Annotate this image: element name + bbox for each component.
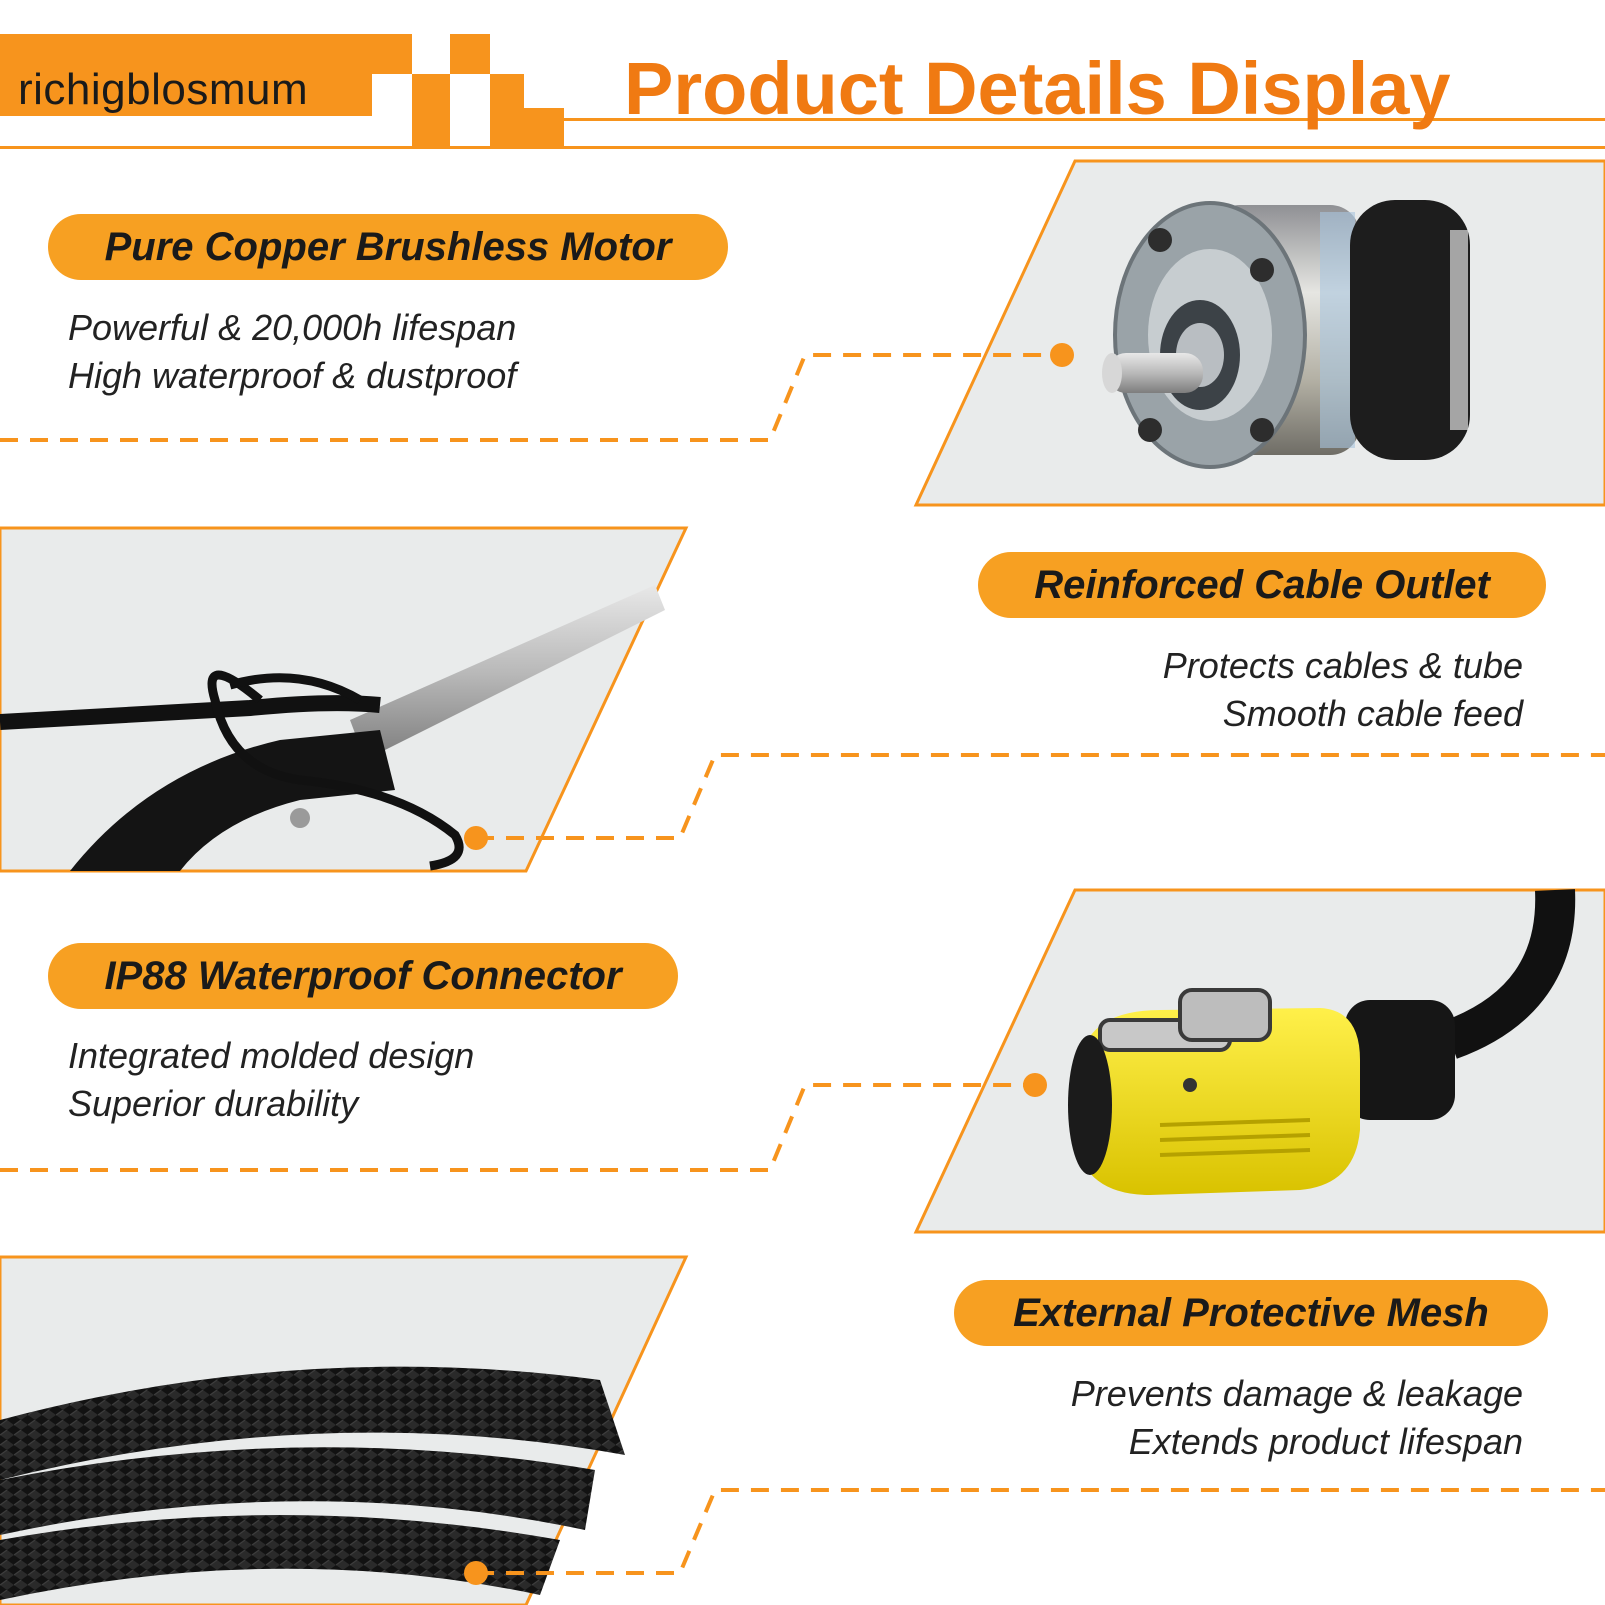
- checker-decoration: [412, 114, 450, 148]
- connector-lines: [0, 353, 1605, 1575]
- feature-title-mesh: External Protective Mesh: [954, 1280, 1548, 1346]
- checker-decoration: [372, 34, 412, 74]
- header-rule: [0, 146, 1605, 149]
- brushless-motor-icon: [1102, 200, 1470, 469]
- feature-desc-mesh-line1: Prevents damage & leakage: [1070, 1373, 1523, 1414]
- feature-desc-motor-line2: High waterproof & dustproof: [68, 355, 517, 396]
- feature-title-connector: IP88 Waterproof Connector: [48, 943, 678, 1009]
- feature-desc-connector-line1: Integrated molded design: [68, 1035, 475, 1076]
- connector-panel: [913, 888, 1605, 1234]
- feature-desc-connector-line2: Superior durability: [68, 1083, 359, 1124]
- feature-desc-mesh-line2: Extends product lifespan: [1128, 1421, 1523, 1462]
- feature-desc-motor-line1: Powerful & 20,000h lifespan: [68, 307, 517, 348]
- motor-panel: [913, 159, 1605, 507]
- callout-dot: [1050, 343, 1074, 367]
- waterproof-connector-icon: [1068, 889, 1576, 1195]
- checker-decoration: [490, 114, 524, 148]
- feature-title-motor: Pure Copper Brushless Motor: [48, 214, 728, 280]
- brand-name: richigblosmum: [18, 65, 309, 114]
- feature-desc-cable-line1: Protects cables & tube: [1162, 645, 1523, 686]
- checker-decoration: [490, 74, 524, 114]
- header-rule: [564, 118, 1605, 121]
- mesh-panel: [0, 1255, 689, 1605]
- cable-outlet-icon: [0, 585, 665, 871]
- braided-mesh-icon: [0, 1366, 625, 1600]
- feature-desc-cable-line2: Smooth cable feed: [1222, 693, 1523, 734]
- checker-decoration: [412, 74, 450, 114]
- cable-outlet-panel: [0, 526, 689, 873]
- callout-dot: [464, 1561, 488, 1585]
- page-title: Product Details Display: [624, 47, 1451, 130]
- callout-dot: [464, 826, 488, 850]
- brand-bar: [0, 34, 372, 116]
- checker-decoration: [524, 108, 564, 148]
- feature-title-cable: Reinforced Cable Outlet: [978, 552, 1546, 618]
- callout-dot: [1023, 1073, 1047, 1097]
- checker-decoration: [450, 34, 490, 74]
